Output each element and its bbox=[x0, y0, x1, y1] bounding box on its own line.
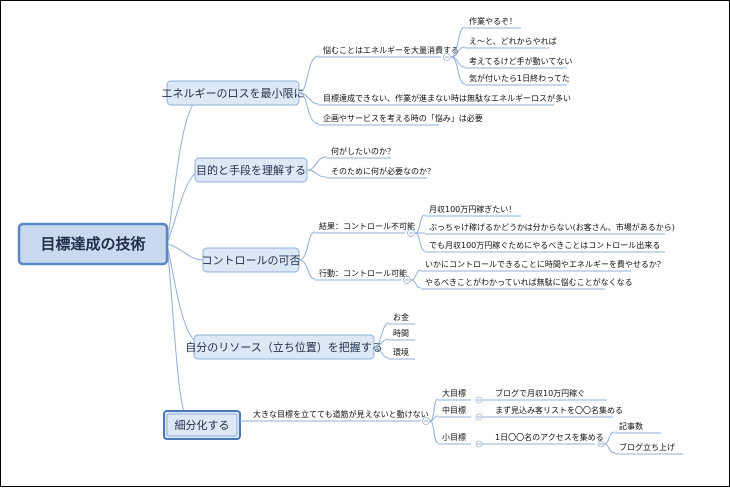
leaf-tegaugoite[interactable]: 考えてるけど手が動いてない bbox=[469, 56, 572, 66]
branch-purpose-label: 目的と手段を理解する bbox=[196, 163, 306, 177]
leaf-blog-10man[interactable]: ブログで月収10万円稼ぐ bbox=[495, 388, 585, 398]
branch-resources-children: お金 時間 環境 bbox=[373, 312, 415, 360]
branch-breakdown-children: 大きな目標を立てても道筋が見えないと動けない 大目標 ブログで月収10万円稼ぐ … bbox=[240, 388, 683, 455]
node-result[interactable]: 結果：コントロール不可能 bbox=[319, 221, 415, 231]
node-need[interactable]: そのために何が必要なのか？ bbox=[331, 166, 435, 176]
branch-energy-children: 悩むことはエネルギーを大量消費する 目標達成できない、作業が進まない時は無駄なエ… bbox=[298, 16, 572, 126]
leaf-no-worry[interactable]: やるべきことがわかっていれば無駄に悩むことがなくなる bbox=[425, 277, 633, 287]
leaf-blog-launch[interactable]: ブログ立ち上げ bbox=[619, 442, 675, 452]
leaf-yaruzo[interactable]: 作業やるぞ！ bbox=[469, 16, 517, 26]
node-planning[interactable]: 企画やサービスを考える時の「悩み」は必要 bbox=[323, 113, 483, 123]
leaf-unknown[interactable]: ぶっちゃけ稼げるかどうかは分からない(お客さん、市場があるから) bbox=[429, 222, 675, 232]
branch-resources-label: 自分のリソース（立ち位置）を把握する bbox=[185, 340, 382, 354]
branch-control-children: 結果：コントロール不可能 行動：コントロール可能 月収100万円稼ぎたい！ ぶっ… bbox=[298, 204, 675, 290]
leaf-money[interactable]: お金 bbox=[393, 312, 409, 322]
root-node[interactable]: 目標達成の技術 bbox=[17, 222, 169, 266]
node-what[interactable]: 何がしたいのか？ bbox=[331, 146, 395, 156]
branch-resources[interactable]: 自分のリソース（立ち位置）を把握する bbox=[185, 334, 383, 360]
node-energy-consume[interactable]: 悩むことはエネルギーを大量消費する bbox=[323, 45, 459, 55]
leaf-controllable[interactable]: でも月収100万円稼ぐためにやるべきことはコントロール出来る bbox=[429, 240, 660, 250]
leaf-big-goal[interactable]: 大目標 bbox=[442, 388, 466, 398]
leaf-ichinichi[interactable]: 気が付いたら1日終わってた bbox=[469, 73, 570, 83]
leaf-spend-energy[interactable]: いかにコントロールできることに時間やエネルギーを費やせるか？ bbox=[425, 259, 665, 269]
node-no-path[interactable]: 大きな目標を立てても道筋が見えないと動けない bbox=[253, 409, 429, 419]
branch-purpose-children: 何がしたいのか？ そのために何が必要なのか？ bbox=[306, 146, 435, 179]
branch-energy-label: エネルギーのロスを最小限に bbox=[162, 87, 305, 100]
leaf-articles[interactable]: 記事数 bbox=[619, 421, 643, 431]
leaf-daily-access[interactable]: 1日〇〇名のアクセスを集める bbox=[495, 432, 604, 442]
leaf-environment[interactable]: 環境 bbox=[393, 347, 409, 357]
leaf-want-100man[interactable]: 月収100万円稼ぎたい！ bbox=[429, 204, 516, 214]
branch-purpose[interactable]: 目的と手段を理解する bbox=[194, 157, 308, 183]
branch-control-label: コントロールの可否 bbox=[202, 254, 301, 267]
leaf-time[interactable]: 時間 bbox=[393, 329, 409, 338]
connector-root-b3 bbox=[166, 243, 204, 261]
node-action[interactable]: 行動：コントロール可能 bbox=[319, 268, 407, 278]
branch-breakdown-label: 細分化する bbox=[175, 418, 230, 432]
node-energy-loss[interactable]: 目標達成できない、作業が進まない時は無駄なエネルギーロスが多い bbox=[323, 93, 571, 103]
root-label: 目標達成の技術 bbox=[40, 235, 145, 253]
branch-control[interactable]: コントロールの可否 bbox=[202, 247, 301, 273]
leaf-mid-goal[interactable]: 中目標 bbox=[442, 405, 466, 415]
leaf-small-goal[interactable]: 小目標 bbox=[442, 432, 466, 442]
branch-breakdown[interactable]: 細分化する bbox=[163, 410, 241, 440]
connector-root-b5 bbox=[166, 243, 193, 426]
leaf-list[interactable]: まず見込み客リストを〇〇名集める bbox=[495, 405, 623, 415]
branch-energy[interactable]: エネルギーのロスを最小限に bbox=[162, 80, 305, 106]
leaf-dorekara[interactable]: え～と、どれからやれば bbox=[469, 37, 557, 46]
